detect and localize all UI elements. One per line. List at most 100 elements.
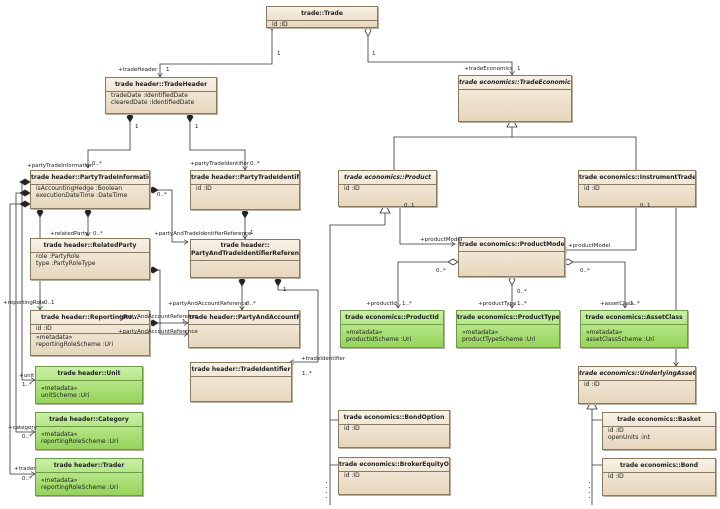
- class-product-model[interactable]: trade economics::ProductModel: [458, 237, 565, 277]
- class-attribute: clearedDate :IdentifiedDate: [111, 99, 195, 106]
- class-stereotype: «metadata»: [41, 385, 78, 392]
- class-name: trade economics::ProductModel: [459, 238, 564, 252]
- class-attribute: id :ID: [584, 185, 600, 192]
- class-attribute: id :ID: [196, 185, 212, 192]
- class-category[interactable]: trade header::Category «metadata» report…: [35, 412, 143, 450]
- class-name: trade header::TradeHeader: [106, 78, 216, 92]
- class-name: trade economics::BondOption: [339, 411, 449, 425]
- multiplicity-label: 0..*: [517, 289, 527, 295]
- class-attribute: id :ID: [608, 473, 624, 480]
- class-attribute: id :ID: [344, 472, 360, 479]
- class-name: trade header::RelatedParty: [31, 239, 149, 253]
- class-stereotype: «metadata»: [346, 329, 383, 336]
- role-label: +partyTradeInformation: [27, 163, 94, 169]
- multiplicity-label: 0..*: [157, 192, 167, 198]
- multiplicity-label: 1..*: [302, 371, 312, 377]
- role-label: +productModel: [568, 243, 611, 249]
- class-party-trade-identifier[interactable]: trade header::PartyTradeIdentifier id :I…: [190, 170, 300, 210]
- role-label: +tradeIdentifier: [301, 356, 346, 362]
- class-name: trade economics::InstrumentTradeDetails: [579, 171, 695, 185]
- class-name: trade header::PartyTradeInformation: [31, 171, 149, 185]
- multiplicity-label: 1: [372, 51, 376, 57]
- class-attribute: executionDateTime :DateTime: [36, 192, 128, 199]
- class-party-trade-information[interactable]: trade header::PartyTradeInformation isAc…: [30, 170, 150, 209]
- class-attribute: assetClassScheme :Uri: [586, 336, 655, 343]
- class-party-and-trade-identifier-reference[interactable]: trade header:: PartyAndTradeIdentifierRe…: [190, 239, 300, 278]
- class-reporting-role[interactable]: trade header::ReportingRo... id :ID «met…: [30, 310, 150, 356]
- class-attribute: type :PartyRoleType: [36, 260, 96, 267]
- class-name: trade economics::AssetClass: [581, 311, 687, 325]
- class-related-party[interactable]: trade header::RelatedParty role :PartyRo…: [30, 238, 150, 280]
- multiplicity-label: 1..*: [630, 301, 640, 307]
- class-instrument-trade-details[interactable]: trade economics::InstrumentTradeDetails …: [578, 170, 696, 207]
- class-product-id[interactable]: trade economics::ProductId «metadata» pr…: [340, 310, 444, 348]
- class-attribute: reportingRoleScheme :Uri: [36, 341, 114, 348]
- class-product-type[interactable]: trade economics::ProductType «metadata» …: [456, 310, 560, 348]
- class-attribute: unitScheme :Uri: [41, 392, 90, 399]
- class-trade-identifier[interactable]: trade header::TradeIdentifier: [190, 362, 292, 402]
- class-name: trade economics::Product: [339, 171, 436, 185]
- class-name: trade header::ReportingRo...: [31, 311, 149, 325]
- class-asset-class[interactable]: trade economics::AssetClass «metadata» a…: [580, 310, 688, 348]
- role-label: +trader: [14, 466, 36, 472]
- multiplicity-label: 0..*: [22, 434, 32, 440]
- class-name: trade header::Category: [36, 413, 142, 427]
- role-label: +partyTradeIdentifier: [190, 161, 249, 167]
- class-basket[interactable]: trade economics::Basket id :ID openUnits…: [602, 412, 716, 450]
- class-name-line-2: PartyAndTradeIdentifierReference: [191, 250, 300, 257]
- role-label: +tradeHeader: [118, 67, 158, 73]
- class-name-line-1: trade header::: [220, 242, 270, 249]
- role-label: +unit: [19, 373, 35, 379]
- role-label: +tradeEconomics: [464, 66, 513, 72]
- class-trade[interactable]: trade::Trade id :ID: [266, 6, 378, 28]
- class-name: trade economics::BrokerEquityOption: [339, 458, 449, 472]
- role-label: +assetClass: [600, 301, 634, 307]
- role-label: +partyAndAccountReference: [118, 314, 198, 320]
- class-trader[interactable]: trade header::Trader «metadata» reportin…: [35, 458, 143, 496]
- class-attribute: reportingRoleScheme :Uri: [41, 438, 119, 445]
- multiplicity-label: 1..*: [22, 382, 32, 388]
- multiplicity-label: 0..*: [22, 476, 32, 482]
- class-stereotype: «metadata»: [31, 333, 149, 341]
- class-trade-header[interactable]: trade header::TradeHeader tradeDate :Ide…: [105, 77, 217, 114]
- multiplicity-label: 0..*: [92, 161, 102, 167]
- class-name: trade economics::Bond: [603, 459, 715, 473]
- class-attribute: reportingRoleScheme :Uri: [41, 484, 119, 491]
- class-trade-economics[interactable]: trade economics::TradeEconomics: [458, 75, 572, 122]
- class-stereotype: «metadata»: [41, 431, 78, 438]
- role-label: +relatedParty: [50, 231, 89, 237]
- multiplicity-label: 1: [166, 67, 170, 73]
- role-label: +partyAndAccountReference: [118, 329, 198, 335]
- multiplicity-label: 0..*: [93, 231, 103, 237]
- class-underlying-asset[interactable]: trade economics::UnderlyingAsset id :ID: [578, 366, 696, 404]
- role-label: +partyAndAccountReference: [168, 301, 248, 307]
- class-attribute: id :ID: [584, 381, 600, 388]
- class-name: trade header::Unit: [36, 367, 142, 381]
- multiplicity-label: 1: [182, 319, 186, 325]
- class-bond-option[interactable]: trade economics::BondOption id :ID: [338, 410, 450, 448]
- multiplicity-label: 0..1: [640, 203, 651, 209]
- multiplicity-label: 1: [283, 287, 287, 293]
- class-name: trade header::PartyTradeIdentifier: [191, 171, 299, 185]
- class-name: trade header:: PartyAndTradeIdentifierRe…: [191, 240, 299, 261]
- multiplicity-label: 0..*: [436, 268, 446, 274]
- class-stereotype: «metadata»: [586, 329, 623, 336]
- role-label: +category: [8, 425, 37, 431]
- multiplicity-label: 1: [277, 51, 281, 57]
- class-name: trade::Trade: [267, 7, 377, 21]
- class-attribute: id :ID: [608, 427, 624, 434]
- class-party-and-account-reference[interactable]: trade header::PartyAndAccountReference: [188, 310, 300, 348]
- class-broker-equity-option[interactable]: trade economics::BrokerEquityOption id :…: [338, 457, 450, 495]
- class-unit[interactable]: trade header::Unit «metadata» unitScheme…: [35, 366, 143, 404]
- multiplicity-label: 1: [135, 124, 139, 130]
- class-attribute: productTypeScheme :Uri: [462, 336, 536, 343]
- class-attribute: role :PartyRole: [36, 253, 80, 260]
- multiplicity-label: 0..*: [250, 161, 260, 167]
- class-bond[interactable]: trade economics::Bond id :ID: [602, 458, 716, 496]
- role-label: +partyAndTradeIdentifierReference: [154, 231, 252, 237]
- multiplicity-label: 0..1: [44, 300, 55, 306]
- role-label: +productId: [366, 301, 397, 307]
- class-attribute: tradeDate :IdentifiedDate: [111, 92, 188, 99]
- class-product[interactable]: trade economics::Product id :ID: [338, 170, 437, 207]
